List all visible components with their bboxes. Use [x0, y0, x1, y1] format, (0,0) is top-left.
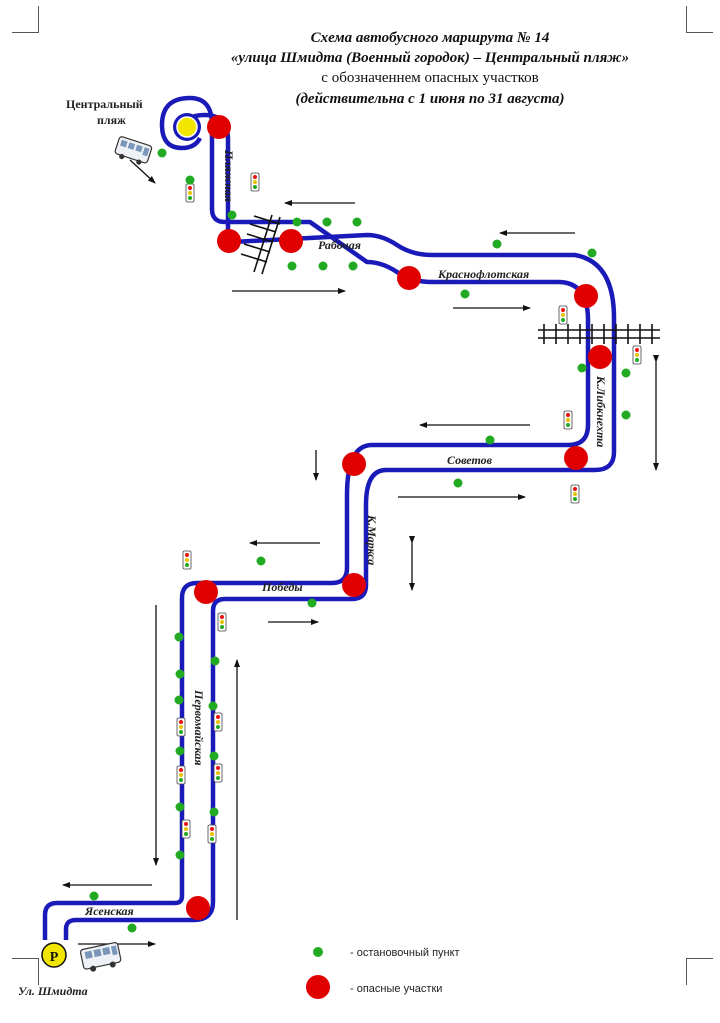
- street-label-krasnoflotskaya: Краснофлотская: [437, 267, 529, 281]
- bus-stop-marker: [210, 656, 220, 666]
- bus-stop-marker: [208, 701, 218, 711]
- bus-stop-marker: [227, 210, 237, 220]
- traffic-light-icon: [185, 183, 195, 203]
- parking-icon: [41, 942, 67, 968]
- legend-stop-label: - остановочный пункт: [350, 947, 460, 959]
- traffic-light-icon: [182, 550, 192, 570]
- end-place-label-2: пляж: [97, 113, 126, 127]
- title-line-2: «улица Шмидта (Военный городок) – Центра…: [230, 50, 630, 66]
- danger-zone-marker: [342, 573, 366, 597]
- traffic-light-icon: [207, 824, 217, 844]
- bus-stop-marker: [307, 598, 317, 608]
- bus-stops: [89, 148, 631, 933]
- street-label-sovetov: Советов: [447, 453, 493, 467]
- traffic-light-icon: [213, 712, 223, 732]
- street-label-k-marksa: К.Маркса: [365, 514, 379, 565]
- beach-endpoint-icon: [176, 116, 198, 138]
- bus-stop-marker: [292, 217, 302, 227]
- start-place-label: Ул. Шмидта: [18, 984, 88, 998]
- bus-stop-marker: [492, 239, 502, 249]
- danger-zone-marker: [397, 266, 421, 290]
- title-line-4: (действительна с 1 июня по 31 августа): [295, 91, 565, 107]
- bus-stop-marker: [89, 891, 99, 901]
- traffic-light-icon: [213, 763, 223, 783]
- bus-stop-marker: [175, 669, 185, 679]
- double-arrows: [409, 355, 659, 591]
- street-label-rabochaya: Рабочая: [318, 238, 361, 252]
- traffic-light-icon: [558, 305, 568, 325]
- traffic-light-icon: [176, 765, 186, 785]
- bus-stop-marker: [256, 556, 266, 566]
- traffic-light-icon: [570, 484, 580, 504]
- railway-crossing-libknekhta: [538, 324, 660, 344]
- street-label-yasenskaya: Ясенская: [84, 904, 134, 918]
- street-label-pobedy: Победы: [261, 580, 303, 594]
- bus-stop-marker: [175, 746, 185, 756]
- danger-zone-marker: [186, 896, 210, 920]
- bus-stop-marker: [460, 289, 470, 299]
- crop-mark-bottom-right: [686, 958, 713, 985]
- legend: - остановочный пункт - опасные участки: [306, 947, 460, 999]
- bus-stop-marker: [453, 478, 463, 488]
- bus-stop-marker: [127, 923, 137, 933]
- legend-danger-icon: [306, 975, 330, 999]
- title-line-3: с обозначеннем опасных участков: [321, 70, 539, 86]
- bus-stop-marker: [621, 368, 631, 378]
- bus-stop-marker: [185, 175, 195, 185]
- traffic-light-icon: [181, 819, 191, 839]
- street-label-plyazhnaya: Пляжная: [222, 149, 236, 202]
- bus-stop-marker: [174, 695, 184, 705]
- bus-stop-marker: [174, 632, 184, 642]
- danger-zone-marker: [588, 345, 612, 369]
- traffic-light-icon: [632, 345, 642, 365]
- traffic-light-icon: [250, 172, 260, 192]
- danger-zone-marker: [279, 229, 303, 253]
- bus-stop-marker: [209, 807, 219, 817]
- bus-stop-marker: [175, 850, 185, 860]
- danger-zone-marker: [194, 580, 218, 604]
- route-line-outer: [42, 95, 591, 940]
- traffic-arrows: [62, 159, 575, 947]
- railway-crossing-plyazhnaya: [240, 214, 281, 275]
- end-place-label-1: Центральный: [66, 97, 143, 111]
- bus-stop-marker: [175, 802, 185, 812]
- bus-stop-marker: [157, 148, 167, 158]
- bus-stop-marker: [485, 435, 495, 445]
- legend-stop-icon: [313, 947, 323, 957]
- bus-stop-marker: [322, 217, 332, 227]
- crop-mark-top-left: [12, 6, 39, 33]
- bus-stop-marker: [318, 261, 328, 271]
- bus-stop-marker: [348, 261, 358, 271]
- bus-stop-marker: [352, 217, 362, 227]
- crop-mark-bottom-left: [12, 958, 39, 985]
- bus-stop-marker: [587, 248, 597, 258]
- bus-stop-marker: [209, 751, 219, 761]
- street-label-pervomayskaya: Первомайская: [192, 689, 206, 766]
- arrow-beach-exit: [129, 159, 156, 184]
- title-line-1: Схема автобусного маршрута № 14: [310, 30, 550, 46]
- traffic-light-icon: [563, 410, 573, 430]
- danger-zones: [186, 115, 612, 920]
- danger-zone-marker: [574, 284, 598, 308]
- traffic-light-icon: [176, 717, 186, 737]
- danger-zone-marker: [564, 446, 588, 470]
- bus-icon: [79, 942, 122, 972]
- danger-zone-marker: [342, 452, 366, 476]
- danger-zone-marker: [217, 229, 241, 253]
- bus-stop-marker: [621, 410, 631, 420]
- street-label-k-libknekhta: К.Либкнехта: [594, 375, 608, 447]
- parking-letter: P: [50, 950, 59, 965]
- traffic-light-icon: [217, 612, 227, 632]
- end-terminal: [114, 113, 201, 165]
- bus-icon: [114, 136, 153, 165]
- bus-stop-marker: [287, 261, 297, 271]
- bus-stop-marker: [577, 363, 587, 373]
- crop-mark-top-right: [686, 6, 713, 33]
- start-terminal: P: [41, 942, 122, 972]
- legend-danger-label: - опасные участки: [350, 983, 442, 995]
- danger-zone-marker: [207, 115, 231, 139]
